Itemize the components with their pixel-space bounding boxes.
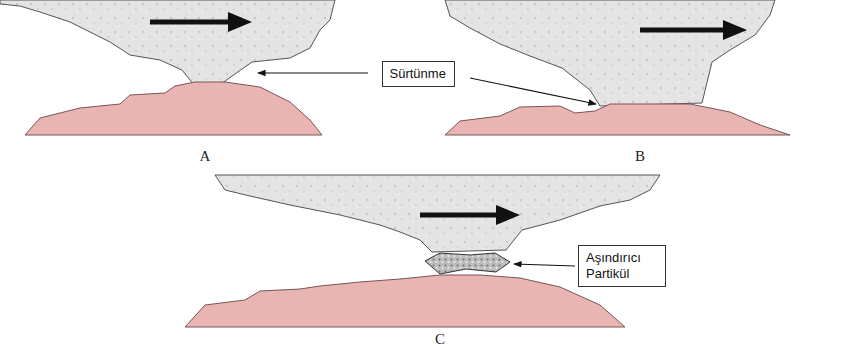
panel-letter: C <box>435 331 445 348</box>
leader-line <box>258 72 368 73</box>
panel-letter: B <box>635 148 645 165</box>
box-text: Sürtünme <box>390 66 447 82</box>
motion-arrow <box>420 213 498 218</box>
label-box: Sürtünme <box>382 61 455 87</box>
motion-arrowhead <box>723 20 747 40</box>
upper-surface <box>0 0 335 90</box>
box-text: Aşındırıcı Partikül <box>586 250 658 283</box>
motion-arrow <box>640 28 725 33</box>
leader-line <box>470 78 596 104</box>
panel-letter: A <box>200 148 211 165</box>
upper-surface <box>445 0 775 106</box>
motion-arrow <box>150 20 230 25</box>
lower-surface <box>25 82 322 135</box>
label-box: Aşındırıcı Partikül <box>578 245 666 288</box>
motion-arrowhead <box>496 205 520 225</box>
upper-surface <box>215 175 660 252</box>
abrasive-particle <box>425 253 510 274</box>
lower-surface <box>185 275 625 327</box>
lower-surface <box>445 104 790 135</box>
motion-arrowhead <box>228 12 252 32</box>
leader-line <box>514 264 575 266</box>
